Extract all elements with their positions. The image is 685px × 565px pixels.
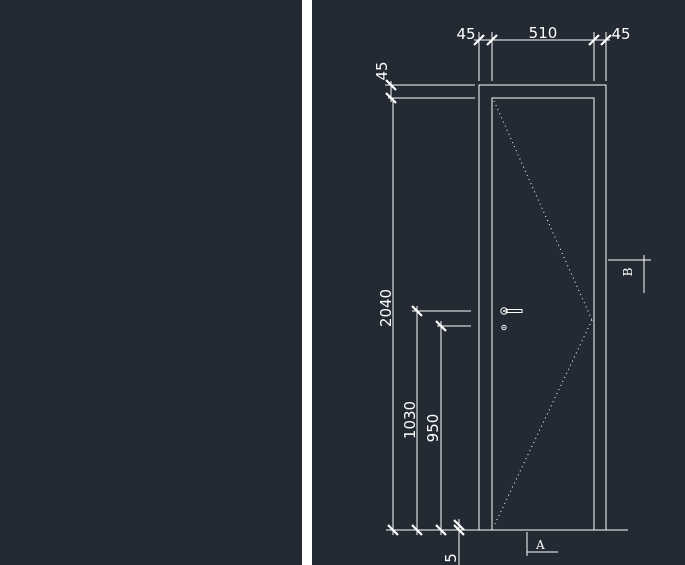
tick-top-1 xyxy=(473,34,485,46)
tick-handle-top xyxy=(411,305,423,317)
dim-handle-height-label: 1030 xyxy=(401,401,419,439)
dim-left-jamb-label: 45 xyxy=(456,25,475,43)
dim-lock-height-label: 950 xyxy=(424,414,442,443)
section-mark-a[interactable]: A xyxy=(526,532,558,556)
section-b-label: B xyxy=(621,267,635,276)
swing-line-lower xyxy=(493,319,593,527)
tick-handle-bottom xyxy=(411,524,423,536)
door-handle[interactable] xyxy=(500,307,523,315)
dim-total-height-label: 2040 xyxy=(377,289,395,327)
lock-keyhole xyxy=(503,326,505,329)
swing-line-upper xyxy=(493,100,593,321)
section-mark-b[interactable]: B xyxy=(608,255,651,293)
dim-bottom-gap-label: 5 xyxy=(442,553,460,563)
frame-outer-outline xyxy=(478,84,607,530)
tick-top-jamb-1 xyxy=(385,79,397,91)
frame-inner-outline xyxy=(491,97,595,530)
tick-top-4 xyxy=(600,34,612,46)
width-dimension-chain[interactable]: 45 510 45 xyxy=(456,24,631,81)
handle-rose xyxy=(500,307,508,315)
tick-top-2 xyxy=(486,34,498,46)
tick-lock-top xyxy=(435,320,447,332)
height-dimension-chain[interactable]: 45 2040 1030 950 5 xyxy=(373,61,479,565)
handle-rose-center xyxy=(503,310,505,312)
tick-gap-1 xyxy=(453,519,465,531)
tick-top-3 xyxy=(588,34,600,46)
handle-lever xyxy=(505,309,523,313)
door-frame[interactable] xyxy=(475,84,628,531)
viewport-divider xyxy=(302,0,312,565)
lock-cylinder xyxy=(501,324,507,331)
dim-door-width-label: 510 xyxy=(529,24,558,42)
dim-top-jamb-label: 45 xyxy=(373,61,391,80)
dim-right-jamb-label: 45 xyxy=(611,25,630,43)
tick-lock-bottom xyxy=(435,524,447,536)
tick-top-jamb-2 xyxy=(385,92,397,104)
tick-total-bottom xyxy=(387,524,399,536)
tick-gap-2 xyxy=(453,524,465,536)
door-swing-indicator xyxy=(493,100,593,527)
section-a-label: A xyxy=(535,538,545,552)
door-lock[interactable] xyxy=(501,324,507,331)
